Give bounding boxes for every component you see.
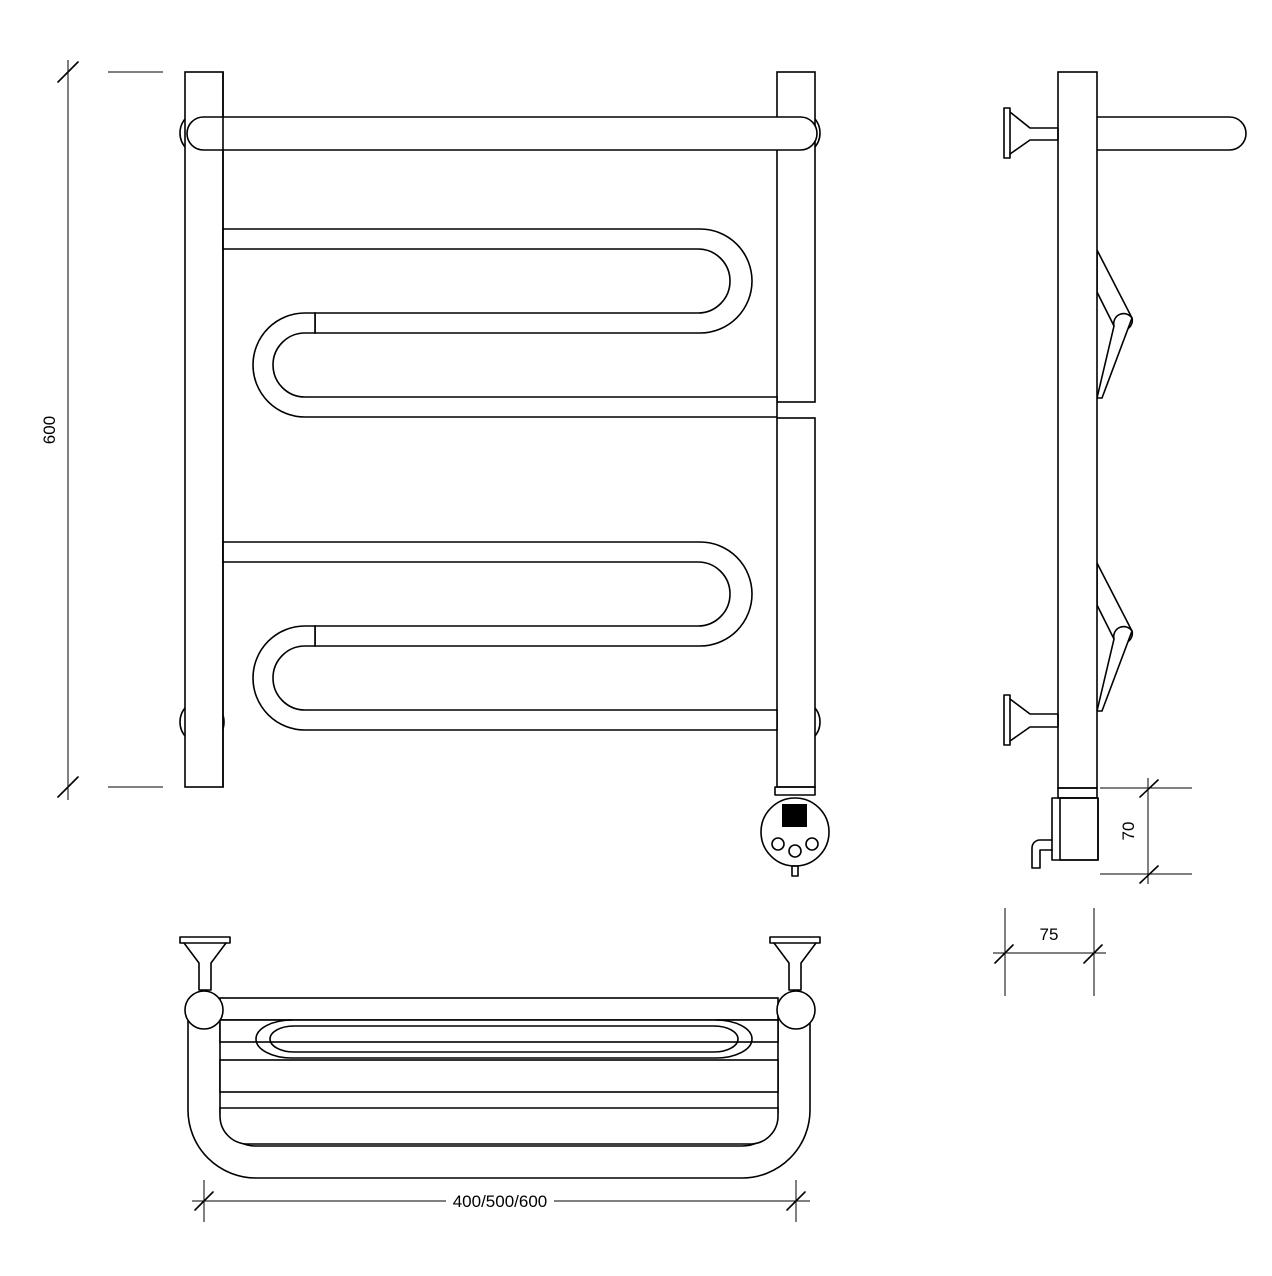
front-view: 600 (40, 60, 830, 877)
top-knob-right (776, 990, 816, 1030)
control-button-middle (788, 844, 802, 858)
lower-s-coil-lower (252, 625, 778, 731)
depth-label: 75 (1040, 925, 1059, 944)
top-bar (186, 116, 818, 151)
heating-element-unit (760, 786, 830, 877)
side-view: 70 75 (993, 71, 1247, 996)
side-wall-bracket-top (1003, 107, 1059, 159)
width-label: 400/500/600 (453, 1192, 548, 1211)
display-square (782, 804, 807, 827)
control-button-right (805, 837, 819, 851)
upper-s-coil-lower (252, 312, 778, 418)
top-wall-bracket-right (769, 936, 821, 991)
side-wall-bracket-bottom (1003, 694, 1059, 746)
left-post (184, 71, 224, 788)
height-label: 600 (40, 416, 59, 444)
lower-s-coil (222, 541, 753, 647)
side-post (1057, 71, 1098, 789)
top-bar-2 (219, 1019, 779, 1043)
unit-height-label: 70 (1119, 822, 1138, 841)
top-knob-left (184, 990, 224, 1030)
right-post-lower (776, 417, 816, 788)
top-wall-bracket-left (179, 936, 231, 991)
top-coil-loop (255, 1019, 753, 1059)
top-bar-4 (219, 1107, 779, 1145)
depth-dimension: 75 (993, 908, 1106, 996)
height-dimension: 600 (40, 60, 163, 800)
upper-s-coil (222, 228, 753, 334)
top-bar-3 (219, 1059, 779, 1093)
side-coil-rods (1095, 249, 1134, 712)
top-bar-1 (219, 997, 779, 1021)
unit-height-dimension: 70 (1100, 778, 1192, 884)
control-button-left (771, 837, 785, 851)
width-dimension: 400/500/600 (192, 1180, 810, 1222)
side-heating-unit (1031, 787, 1099, 869)
top-view: 400/500/600 (179, 936, 821, 1222)
